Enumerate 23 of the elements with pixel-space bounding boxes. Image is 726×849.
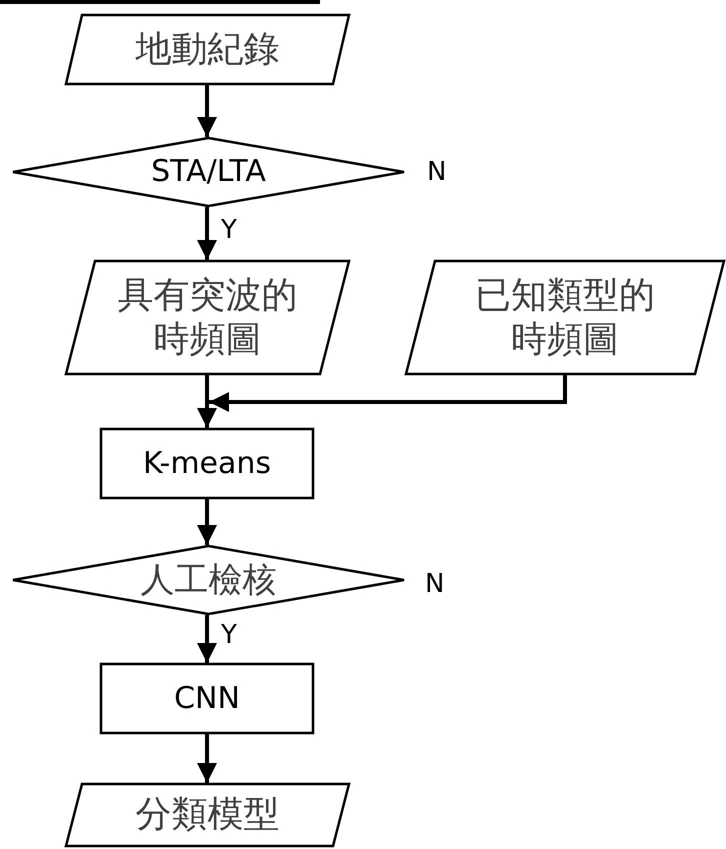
arrow — [209, 375, 567, 412]
process-box — [100, 663, 314, 734]
node-label: K-means — [142, 446, 272, 482]
node-label: 已知類型的時頻圖 — [474, 274, 656, 361]
node-label: 人工檢核 — [140, 560, 276, 600]
node-label: STA/LTA — [151, 154, 266, 190]
arrow — [197, 499, 217, 545]
node-label: 地動紀錄 — [136, 28, 280, 72]
input-parallelogram — [65, 14, 350, 85]
output-parallelogram — [65, 783, 350, 847]
arrow — [197, 734, 217, 783]
arrow — [197, 207, 217, 260]
process-box — [100, 428, 314, 499]
arrow — [197, 375, 217, 428]
decision-diamond — [12, 545, 405, 615]
data-parallelogram — [65, 260, 350, 375]
node-label: 分類模型 — [136, 793, 280, 837]
data-parallelogram — [405, 260, 725, 375]
decision-diamond — [12, 137, 405, 207]
node-label: CNN — [174, 680, 240, 716]
arrow — [197, 615, 217, 663]
node-label: 具有突波的時頻圖 — [116, 274, 298, 361]
arrow — [197, 85, 217, 137]
